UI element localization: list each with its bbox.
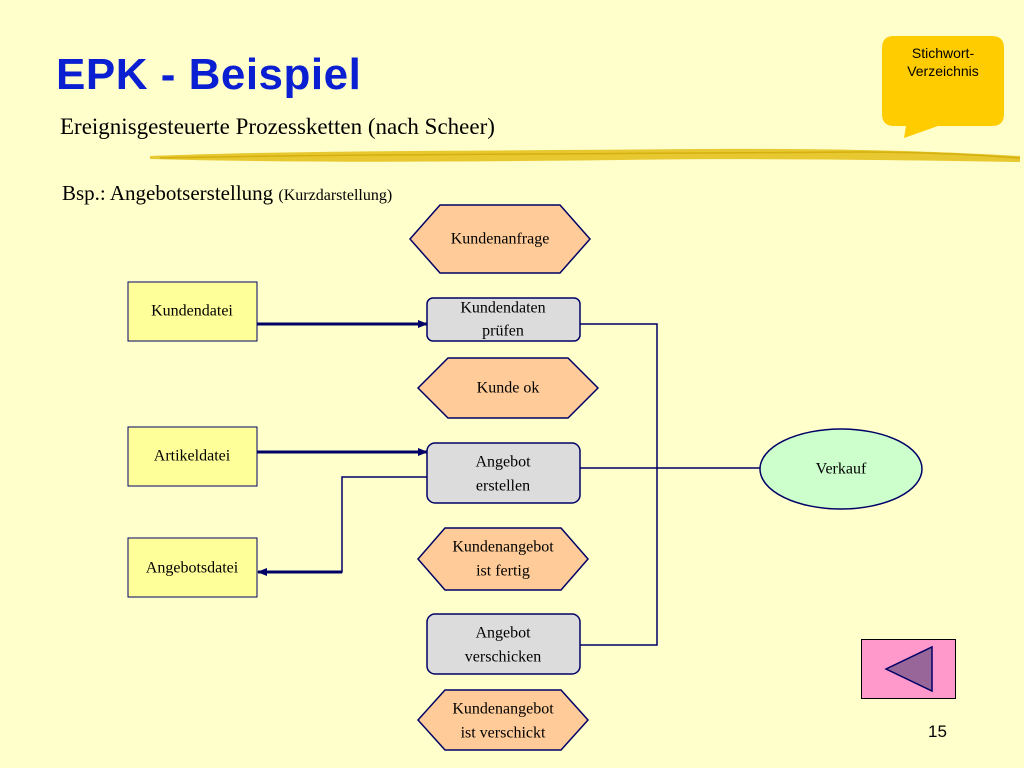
function-verschicken-line2: verschicken <box>465 649 541 666</box>
data-angebotsdatei: Angebotsdatei <box>127 537 258 598</box>
org-unit-verkauf-label: Verkauf <box>816 461 867 478</box>
event-kundenanfrage: Kundenanfrage <box>408 204 592 274</box>
function-pruefen-line2: prüfen <box>482 323 524 340</box>
triangle-left-icon <box>884 645 933 693</box>
function-erstellen-line2: erstellen <box>476 478 530 495</box>
speech-bubble-icon <box>882 36 1004 138</box>
index-button-label: Stichwort- Verzeichnis <box>882 44 1004 80</box>
event-kundenangebot-verschickt: Kundenangebot ist verschickt <box>416 689 590 751</box>
index-button-line1: Stichwort- <box>911 45 975 61</box>
data-artikeldatei-label: Artikeldatei <box>154 448 231 465</box>
index-button[interactable]: Stichwort- Verzeichnis <box>882 36 1004 138</box>
data-angebotsdatei-label: Angebotsdatei <box>146 560 239 577</box>
event-fertig-line2: ist fertig <box>476 563 530 580</box>
data-artikeldatei: Artikeldatei <box>127 426 258 487</box>
function-pruefen-line1: Kundendaten <box>460 300 545 317</box>
function-erstellen-line1: Angebot <box>475 454 531 471</box>
example-label: Bsp.: Angebotserstellung (Kurzdarstellun… <box>62 181 392 206</box>
slide-subtitle: Ereignisgesteuerte Prozessketten (nach S… <box>60 114 495 139</box>
data-kundendatei: Kundendatei <box>127 281 258 342</box>
event-kunde-ok: Kunde ok <box>416 357 600 419</box>
event-verschickt-line2: ist verschickt <box>461 725 546 742</box>
event-verschickt-line1: Kundenangebot <box>452 701 554 718</box>
data-kundendatei-label: Kundendatei <box>151 303 233 320</box>
event-kundenangebot-fertig: Kundenangebot ist fertig <box>417 527 589 591</box>
event-kunde-ok-label: Kunde ok <box>477 380 540 397</box>
org-unit-verkauf: Verkauf <box>759 428 923 510</box>
function-angebot-erstellen: Angebot erstellen <box>426 442 581 504</box>
example-label-main: Bsp.: Angebotserstellung <box>62 181 274 205</box>
event-fertig-line1: Kundenangebot <box>452 539 554 556</box>
connector-functions-bracket <box>580 323 658 646</box>
function-kundendaten-pruefen: Kundendaten prüfen <box>426 297 581 342</box>
slide-title: EPK - Beispiel <box>56 50 362 99</box>
connectors <box>257 320 760 646</box>
function-angebot-verschicken: Angebot verschicken <box>426 613 581 675</box>
example-label-small: (Kurzdarstellung) <box>278 187 393 204</box>
index-button-line2: Verzeichnis <box>907 63 979 79</box>
back-button[interactable] <box>861 639 956 699</box>
connector-erstellen-angebotsdatei-line <box>258 476 427 573</box>
event-kundenanfrage-label: Kundenanfrage <box>451 231 550 248</box>
function-verschicken-line1: Angebot <box>475 625 531 642</box>
page-number: 15 <box>928 722 947 741</box>
